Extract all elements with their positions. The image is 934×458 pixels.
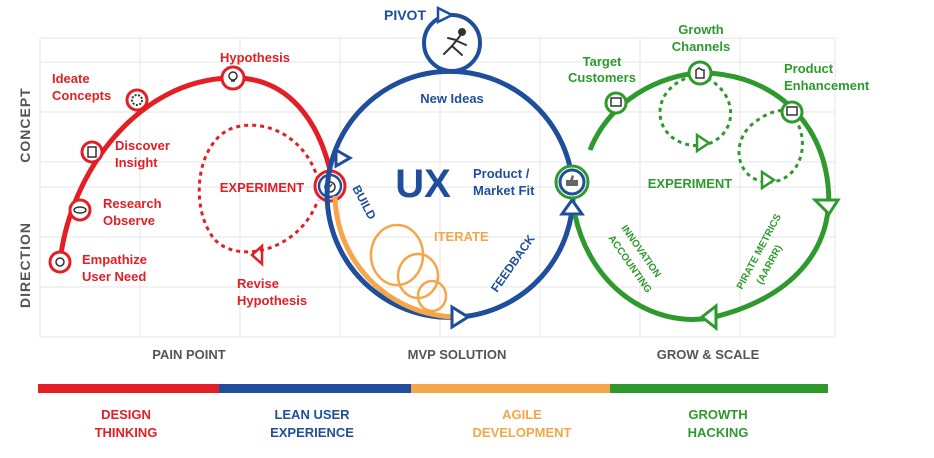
growth-down-arrow-icon — [811, 198, 841, 217]
pmf-up-arrow-icon — [559, 197, 585, 216]
build-arrow-icon — [334, 147, 354, 169]
experiment-label-red: EXPERIMENT — [220, 180, 305, 195]
hand-icon — [695, 67, 705, 79]
pmf-label-1: Product / — [473, 166, 530, 181]
screen-icon — [786, 106, 798, 116]
pivot-node — [422, 5, 482, 73]
ideate-node — [125, 88, 149, 112]
board-icon — [610, 97, 622, 107]
axis-label-concept: CONCEPT — [17, 87, 33, 162]
agile-build-arc — [332, 195, 457, 320]
growth-dotted-loop-1 — [658, 73, 733, 148]
gear-icon — [131, 94, 143, 106]
revise-arrow-icon — [250, 243, 264, 267]
iterate-coils — [369, 223, 448, 313]
loop-arrow-icon-2 — [760, 169, 777, 191]
research-node — [68, 198, 92, 222]
legend-design-1: DESIGN — [101, 407, 151, 422]
hypothesis-node — [220, 65, 246, 91]
face-icon — [55, 257, 65, 267]
product-market-fit-node — [554, 164, 590, 200]
legend-agile-1: AGILE — [502, 407, 542, 422]
legend-bar-lean — [219, 384, 411, 393]
legend-bar-design — [38, 384, 219, 393]
discover-label-1: Discover — [115, 138, 170, 153]
discover-node — [80, 140, 104, 164]
pivot-label: PIVOT — [384, 7, 426, 23]
clipboard-icon — [87, 146, 97, 158]
iterate-label: ITERATE — [434, 229, 489, 244]
growth-channels-node — [687, 60, 713, 86]
research-label-1: Research — [103, 196, 162, 211]
enhance-label-1: Product — [784, 61, 834, 76]
target-label-2: Customers — [568, 70, 636, 85]
stage-label-grow-scale: GROW & SCALE — [657, 347, 760, 362]
legend-lean-1: LEAN USER — [274, 407, 350, 422]
growth-circle — [572, 70, 832, 322]
growth-dotted-loop-2 — [737, 108, 804, 184]
channels-label-1: Growth — [678, 22, 724, 37]
legend-agile-2: DEVELOPMENT — [473, 425, 572, 440]
experiment-label-green: EXPERIMENT — [648, 176, 733, 191]
feedback-arrow-icon — [450, 304, 471, 330]
revise-label-1: Revise — [237, 276, 279, 291]
research-label-2: Observe — [103, 213, 155, 228]
thumbs-up-icon — [566, 175, 578, 186]
eye-icon — [73, 206, 87, 214]
runner-icon — [443, 28, 467, 56]
pmf-label-2: Market Fit — [473, 183, 535, 198]
empathize-label-1: Empathize — [82, 252, 147, 267]
legend-bar-growth — [610, 384, 828, 393]
revise-label-2: Hypothesis — [237, 293, 307, 308]
empathize-label-2: User Need — [82, 269, 146, 284]
legend-design-2: THINKING — [95, 425, 158, 440]
ux-title: UX — [395, 162, 451, 206]
target-customers-node — [604, 91, 628, 115]
enhance-label-2: Enhancement — [784, 78, 870, 93]
growth-left-arrow-icon — [699, 302, 718, 332]
legend-growth-1: GROWTH — [688, 407, 747, 422]
target-label-1: Target — [583, 54, 622, 69]
build-label: BUILD — [349, 183, 379, 222]
lightbulb-icon — [228, 71, 238, 81]
axis-label-direction: DIRECTION — [17, 222, 33, 308]
product-enhancement-node — [780, 100, 804, 124]
hypothesis-label: Hypothesis — [220, 50, 290, 65]
ideate-label-1: Ideate — [52, 71, 90, 86]
stage-label-pain-point: PAIN POINT — [152, 347, 225, 362]
new-ideas-label: New Ideas — [420, 91, 484, 106]
ideate-label-2: Concepts — [52, 88, 111, 103]
channels-label-2: Channels — [672, 39, 731, 54]
empathize-node — [48, 250, 72, 274]
legend-lean-2: EXPERIENCE — [270, 425, 354, 440]
legend-bar-agile — [411, 384, 610, 393]
legend-growth-2: HACKING — [688, 425, 749, 440]
loop-arrow-icon-1 — [695, 132, 712, 154]
stage-label-mvp-solution: MVP SOLUTION — [408, 347, 507, 362]
design-thinking-arc — [57, 75, 333, 265]
discover-label-2: Insight — [115, 155, 158, 170]
